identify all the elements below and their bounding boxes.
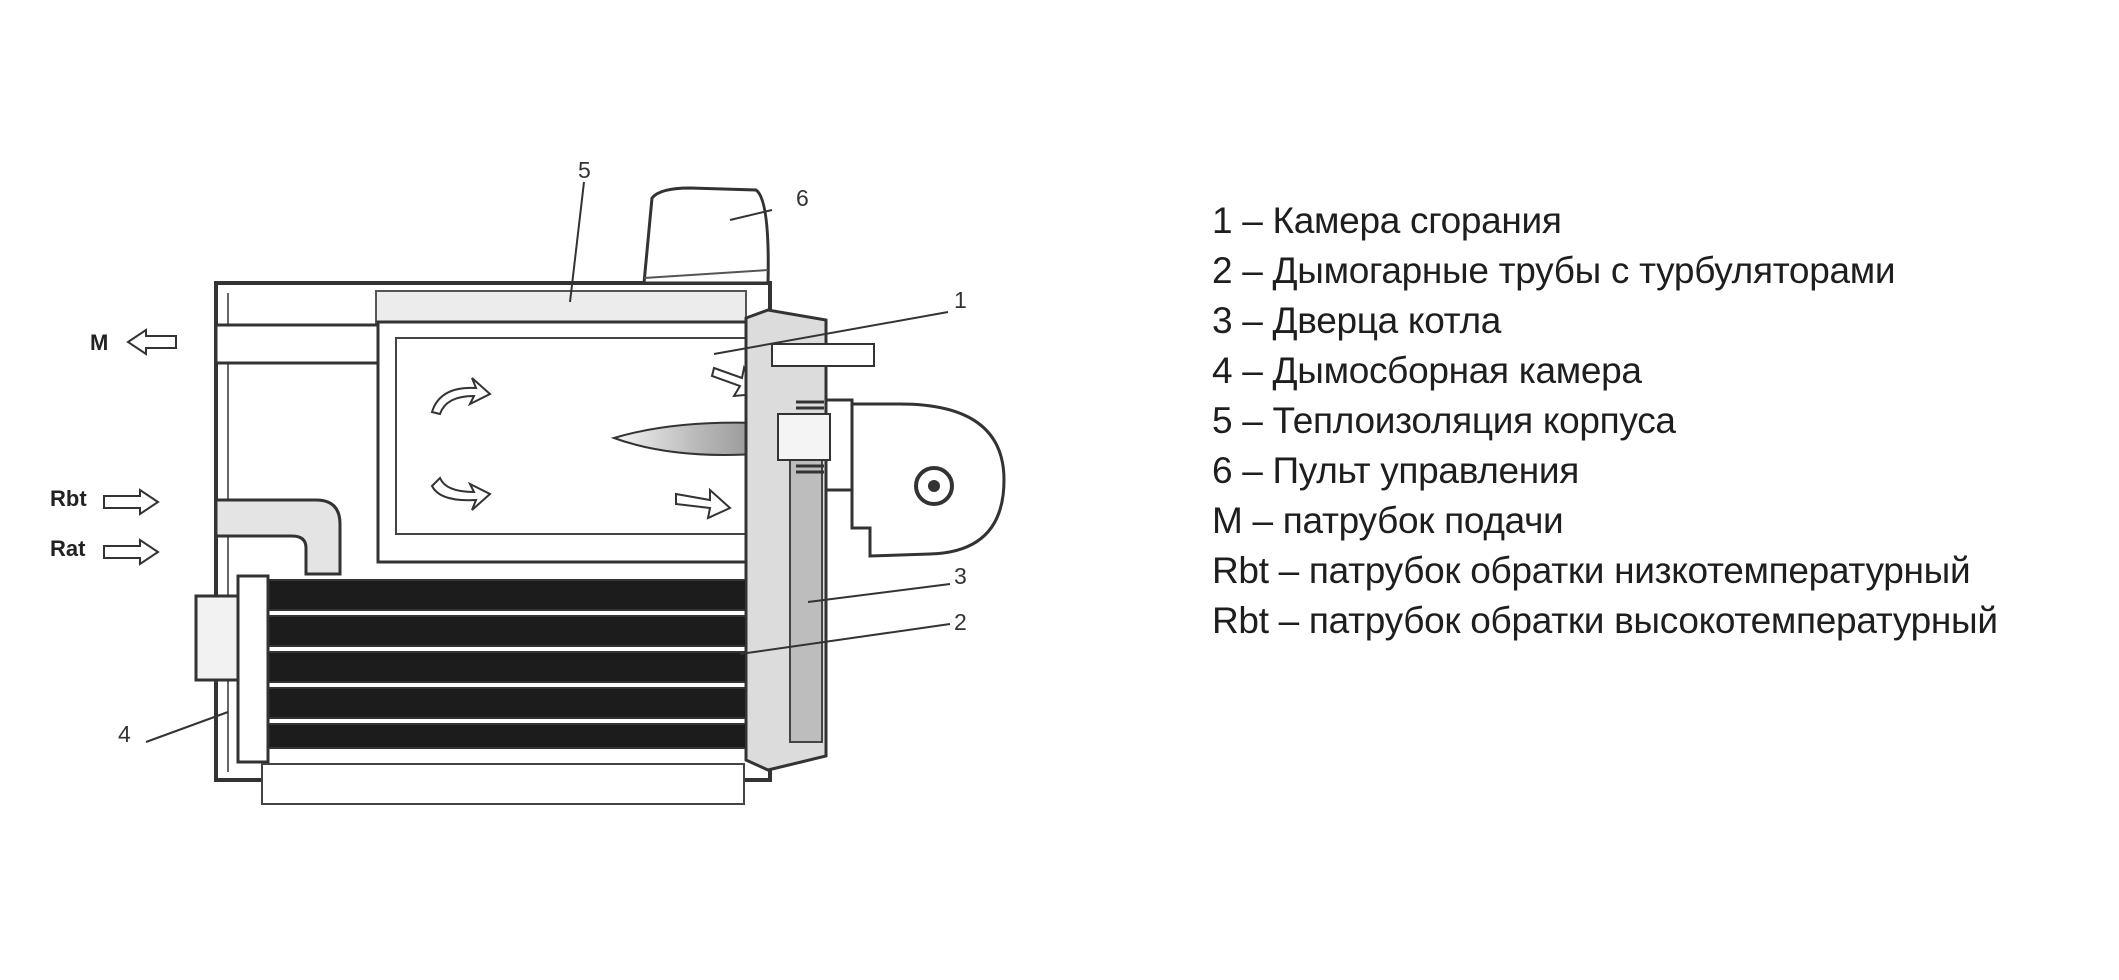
smoke-outlet — [194, 594, 240, 682]
return-pipe — [214, 498, 342, 576]
supply-port-arrow — [126, 328, 177, 356]
legend-item-low-temp-return: Rbt – патрубок обратки низкотемпературны… — [1212, 550, 1971, 591]
legend-item-smoke-tubes: 2 – Дымогарные трубы с турбуляторами — [1212, 250, 1896, 291]
callout-5: 5 — [578, 157, 591, 183]
legend-item-boiler-door: 3 – Дверца котла — [1212, 300, 1502, 341]
callout-3: 3 — [954, 563, 967, 589]
control-panel — [642, 186, 770, 285]
supply-pipe — [214, 323, 380, 365]
port-label-m: M — [90, 330, 108, 355]
legend: 1 – Камера сгорания 2 – Дымогарные трубы… — [1212, 196, 1998, 646]
rbt-port-arrow — [103, 488, 160, 516]
flow-arrow-upper — [430, 377, 492, 416]
callout-4: 4 — [118, 721, 131, 747]
legend-item-smoke-chamber: 4 – Дымосборная камера — [1212, 350, 1642, 391]
legend-item-insulation: 5 – Теплоизоляция корпуса — [1212, 400, 1676, 441]
port-label-rbt: Rbt — [50, 486, 87, 511]
callout-2: 2 — [954, 609, 967, 635]
smoke-collection-chamber — [236, 574, 270, 764]
door-insulation — [789, 439, 823, 743]
boiler-base — [261, 763, 745, 805]
boiler-cross-section-diagram: M Rbt Rat 1 2 3 4 5 6 — [50, 157, 1006, 805]
burner-mount — [771, 343, 875, 367]
flow-arrow-lower — [430, 476, 492, 511]
smoke-tubes — [265, 579, 747, 749]
insulation-top — [375, 290, 747, 324]
callout-6: 6 — [796, 185, 809, 211]
legend-item-high-temp-return: Rbt – патрубок обратки высокотемпературн… — [1212, 600, 1998, 641]
rat-port-arrow — [103, 538, 160, 566]
burner-motor-core — [928, 480, 940, 492]
legend-item-supply-port: M – патрубок подачи — [1212, 500, 1564, 541]
flow-arrow-right-lower — [675, 487, 732, 520]
burner-springs — [796, 400, 824, 474]
legend-item-combustion-chamber: 1 – Камера сгорания — [1212, 200, 1562, 241]
burner-tube — [777, 413, 831, 461]
callout-leaders — [145, 181, 951, 743]
port-label-rat: Rat — [50, 536, 86, 561]
callout-1: 1 — [954, 287, 967, 313]
control-panel-base — [643, 269, 769, 279]
legend-item-control-panel: 6 – Пульт управления — [1212, 450, 1579, 491]
